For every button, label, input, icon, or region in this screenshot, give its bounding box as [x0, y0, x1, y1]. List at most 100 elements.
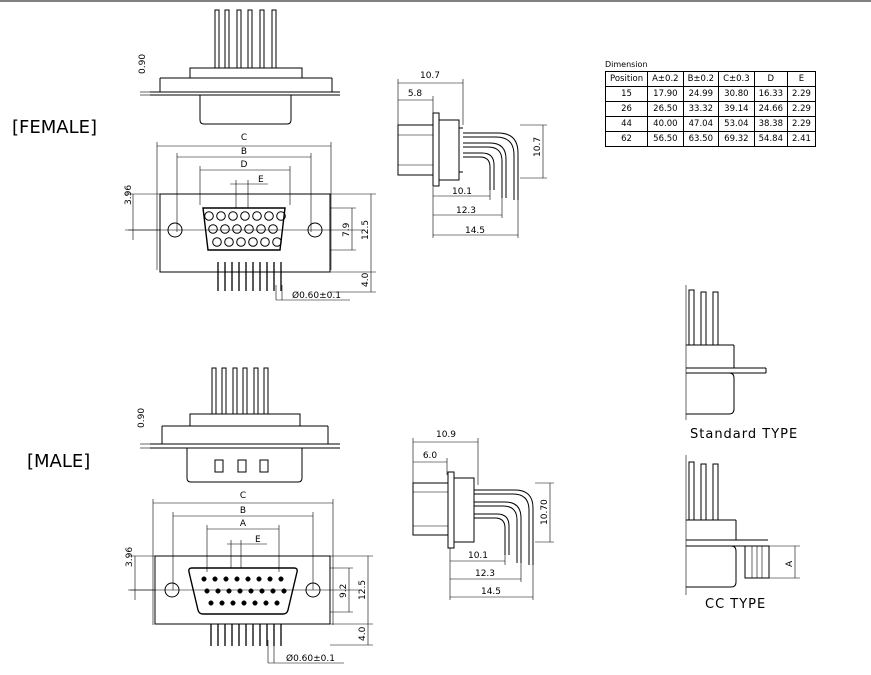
top-pin — [253, 367, 259, 415]
male-side-depth-total: 10.9 — [436, 430, 456, 440]
female-top-shell — [199, 95, 292, 125]
female-side-depth-shell: 5.8 — [408, 89, 423, 99]
top-pin — [259, 9, 265, 69]
male-dim-b: B — [240, 506, 246, 516]
table-cell: 69.32 — [718, 131, 755, 147]
top-pin — [214, 9, 220, 69]
socket-contact — [268, 224, 278, 234]
table-header-cell: Position — [604, 71, 649, 87]
pin-contact — [256, 576, 262, 582]
male-side-view: 10.9 6.0 10.70 10.1 12.3 14.5 — [412, 430, 554, 600]
cc-pin-2 — [700, 463, 707, 521]
socket-contact — [260, 237, 270, 247]
pin-contact — [219, 600, 225, 606]
male-side-insulator — [453, 477, 475, 543]
socket-contact — [216, 211, 226, 221]
cc-type-view: A — [685, 455, 800, 595]
female-height-inner: 7.9 — [342, 222, 352, 237]
male-pin-offset: 3.96 — [125, 547, 135, 567]
socket-contact — [240, 211, 250, 221]
female-dim-e: E — [258, 175, 264, 185]
female-front-view: C B D E 3.96 7.9 12.5 4.0 — [124, 133, 376, 301]
table-cell: 56.50 — [647, 131, 684, 147]
table-header-cell: C±0.3 — [718, 71, 755, 87]
male-front-view: C B A E 3.96 9.2 12.5 4.0 — [125, 491, 373, 664]
dimension-table-title: Dimension — [605, 60, 648, 69]
male-contacts — [201, 576, 287, 606]
table-header-cell: A±0.2 — [647, 71, 684, 87]
pin-contact — [263, 600, 269, 606]
female-side-shell — [397, 124, 434, 176]
cc-dim-a: A — [785, 560, 795, 567]
pin-contact — [281, 588, 287, 594]
male-pin-diameter: Ø0.60±0.1 — [286, 653, 335, 664]
table-cell: 15 — [604, 86, 649, 102]
socket-contact — [208, 224, 218, 234]
female-dim-b: B — [241, 147, 247, 157]
pin-contact — [234, 576, 240, 582]
cc-pin-1 — [688, 461, 695, 521]
male-top-pins — [211, 367, 269, 415]
top-pin — [242, 367, 248, 415]
cc-shell — [686, 545, 737, 588]
female-dim-c: C — [241, 133, 247, 143]
socket-contact — [220, 224, 230, 234]
female-side-insulator — [438, 119, 460, 181]
pin-contact — [223, 576, 229, 582]
table-cell: 54.84 — [753, 131, 788, 147]
female-flange-thickness: 0.90 — [138, 54, 148, 74]
pin-contact — [215, 588, 221, 594]
pin-contact — [201, 576, 207, 582]
table-cell: 24.66 — [753, 101, 788, 117]
table-cell: 53.04 — [718, 116, 755, 132]
pin-contact — [208, 600, 214, 606]
pin-contact — [252, 600, 258, 606]
top-pin — [263, 367, 269, 415]
female-bottom-pins — [217, 262, 282, 291]
male-side-flange — [447, 471, 455, 549]
male-side-pin-row-3: 14.5 — [481, 587, 501, 597]
socket-contact — [256, 224, 266, 234]
male-top-window-2 — [237, 459, 247, 473]
female-top-insulator — [189, 67, 303, 79]
standard-type-label: Standard TYPE — [690, 427, 798, 442]
top-pin — [211, 367, 217, 415]
table-header-cell: E — [786, 71, 816, 87]
table-cell: 2.29 — [786, 86, 816, 102]
socket-contact — [232, 224, 242, 234]
socket-contact — [276, 211, 286, 221]
cc-type-label: CC TYPE — [705, 597, 766, 612]
table-cell: 47.04 — [682, 116, 720, 132]
pin-contact — [248, 588, 254, 594]
pin-contact — [267, 576, 273, 582]
female-side-pin-row-1: 10.1 — [452, 187, 472, 197]
table-cell: 40.00 — [647, 116, 684, 132]
table-cell: 44 — [604, 116, 649, 132]
female-side-view: 10.7 5.8 10.7 10.1 12.3 14.5 — [397, 71, 547, 238]
male-height-outer: 12.5 — [358, 580, 368, 600]
male-top-window-3 — [259, 459, 269, 473]
top-pin — [236, 9, 242, 69]
female-side-height: 10.7 — [533, 137, 543, 157]
male-side-shell — [412, 482, 449, 536]
top-pin — [247, 9, 253, 69]
table-cell: 16.33 — [753, 86, 788, 102]
table-cell: 2.29 — [786, 116, 816, 132]
female-dim-d: D — [241, 160, 248, 170]
male-dim-c: C — [240, 491, 246, 501]
table-cell: 38.38 — [753, 116, 788, 132]
top-pin — [221, 367, 227, 415]
pin-contact — [245, 576, 251, 582]
top-pin — [232, 367, 238, 415]
female-label: [FEMALE] — [12, 117, 97, 138]
standard-type-view — [685, 285, 767, 420]
socket-contact — [248, 237, 258, 247]
socket-contact — [244, 224, 254, 234]
male-top-shell — [186, 448, 303, 483]
male-side-pin-row-2: 12.3 — [475, 569, 495, 579]
